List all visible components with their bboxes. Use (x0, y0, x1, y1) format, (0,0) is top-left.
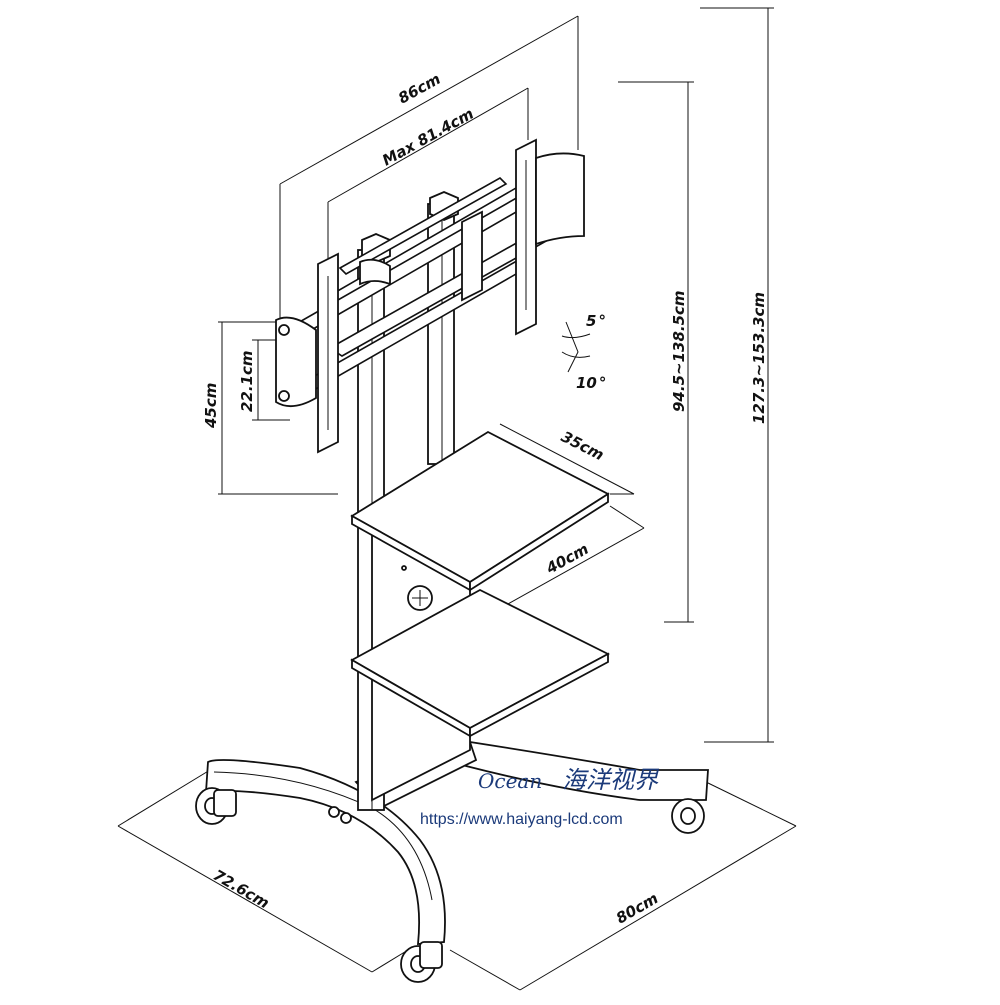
label-base-depth: 72.6cm (210, 866, 272, 912)
caster-front-left (195, 787, 237, 825)
watermark-chinese: 海洋视界 (562, 766, 660, 794)
vesa-bracket-left (275, 252, 339, 454)
caster-rear (671, 798, 705, 834)
label-bracket-spacing: 22.1cm (238, 350, 256, 412)
label-tilt-up: 5° (586, 312, 606, 330)
vesa-bracket-right (515, 138, 585, 336)
caster-front-right (400, 941, 443, 983)
tilt-angle-symbol (561, 321, 591, 373)
label-overall-width: 86cm (395, 70, 443, 108)
watermark-brand: Ocean (478, 769, 542, 793)
lower-shelf (350, 588, 610, 738)
watermark: Ocean 海洋视界 https://www.haiyang-lcd.com (420, 766, 660, 828)
label-mount-height-range: 94.5~138.5cm (670, 290, 688, 412)
watermark-url: https://www.haiyang-lcd.com (420, 811, 623, 828)
label-tilt-down: 10° (576, 374, 606, 392)
label-total-height-range: 127.3~153.3cm (750, 292, 768, 424)
dimension-lines (117, 7, 797, 991)
label-base-width: 80cm (613, 889, 661, 927)
vesa-bracket-middle (359, 210, 483, 302)
label-shelf-width: 40cm (542, 540, 591, 578)
label-max-mount-width: Max 81.4cm (379, 105, 476, 170)
label-bracket-height: 45cm (202, 383, 220, 429)
upper-shelf (350, 430, 610, 592)
